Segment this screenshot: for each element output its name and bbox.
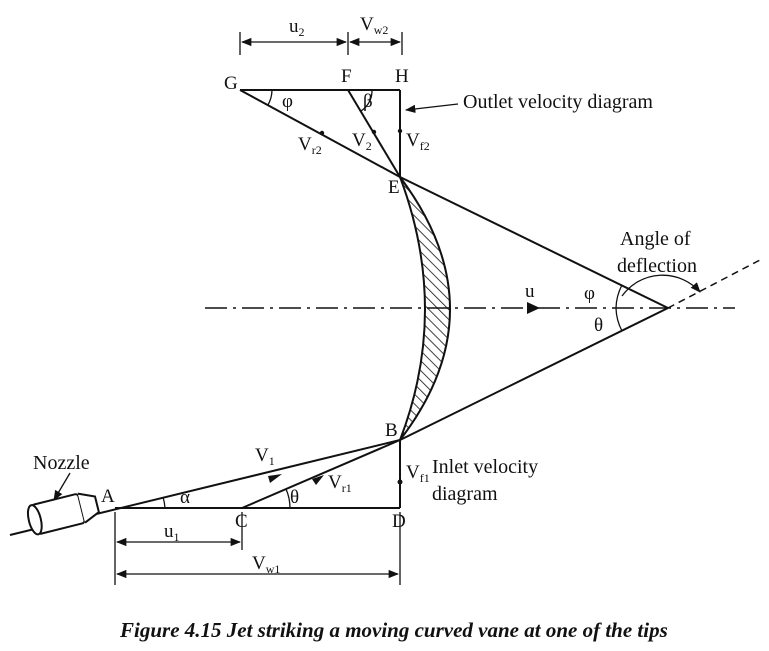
label-phi-right: φ [584, 283, 595, 304]
outlet-annotation: Outlet velocity diagram [463, 91, 653, 113]
label-v2: V2 [352, 130, 372, 153]
label-vr1: Vr1 [328, 472, 352, 495]
point-d: D [392, 511, 406, 532]
label-phi-top: φ [282, 91, 293, 112]
v1-arrowhead [268, 474, 282, 483]
label-theta-c: θ [290, 487, 299, 508]
label-alpha: α [180, 487, 190, 508]
nozzle-label: Nozzle [33, 452, 90, 474]
inlet-tangent-line [399, 307, 669, 441]
deflection-arc [621, 274, 701, 297]
point-e: E [388, 177, 400, 198]
vr1-arrowhead [312, 475, 324, 485]
label-vr2: Vr2 [298, 134, 322, 157]
label-vf2: Vf2 [406, 130, 430, 153]
vr2-dot [319, 130, 325, 136]
label-vf1: Vf1 [406, 462, 430, 485]
deflection-extension [667, 259, 761, 309]
inlet-annotation-line1: Inlet velocity [432, 456, 538, 478]
label-u1: u1 [164, 521, 180, 544]
direction-arrow-icon [527, 302, 540, 314]
phi-right-arc [615, 284, 623, 309]
label-theta-right: θ [594, 315, 603, 336]
vf1-dot [397, 479, 403, 485]
alpha-arc [162, 496, 166, 509]
label-beta: β [363, 91, 373, 112]
point-f: F [341, 66, 352, 87]
point-b: B [385, 420, 398, 441]
nozzle-pointer [53, 472, 71, 501]
theta-c-arc [285, 488, 291, 509]
line-cb [241, 439, 401, 509]
phi-top-arc [267, 89, 273, 106]
figure-caption: Figure 4.15 Jet striking a moving curved… [119, 618, 668, 642]
point-h: H [395, 66, 409, 87]
angle-annotation-line1: Angle of [620, 228, 691, 250]
point-g: G [224, 73, 238, 94]
label-v1: V1 [255, 445, 275, 468]
label-u: u [525, 281, 535, 302]
label-vw1: Vw1 [252, 553, 280, 576]
label-vw2: Vw2 [360, 14, 388, 37]
vf2-dot [397, 128, 403, 134]
point-a: A [101, 486, 115, 507]
theta-right-arc [615, 307, 623, 332]
point-c: C [235, 511, 248, 532]
angle-annotation-line2: deflection [617, 255, 697, 277]
v2-dot [371, 129, 377, 135]
label-u2: u2 [289, 16, 305, 39]
nozzle-icon [26, 492, 100, 536]
outlet-pointer [404, 103, 459, 114]
beta-arc [360, 89, 373, 112]
outlet-tangent-line [399, 176, 669, 309]
inlet-annotation-line2: diagram [432, 483, 498, 505]
